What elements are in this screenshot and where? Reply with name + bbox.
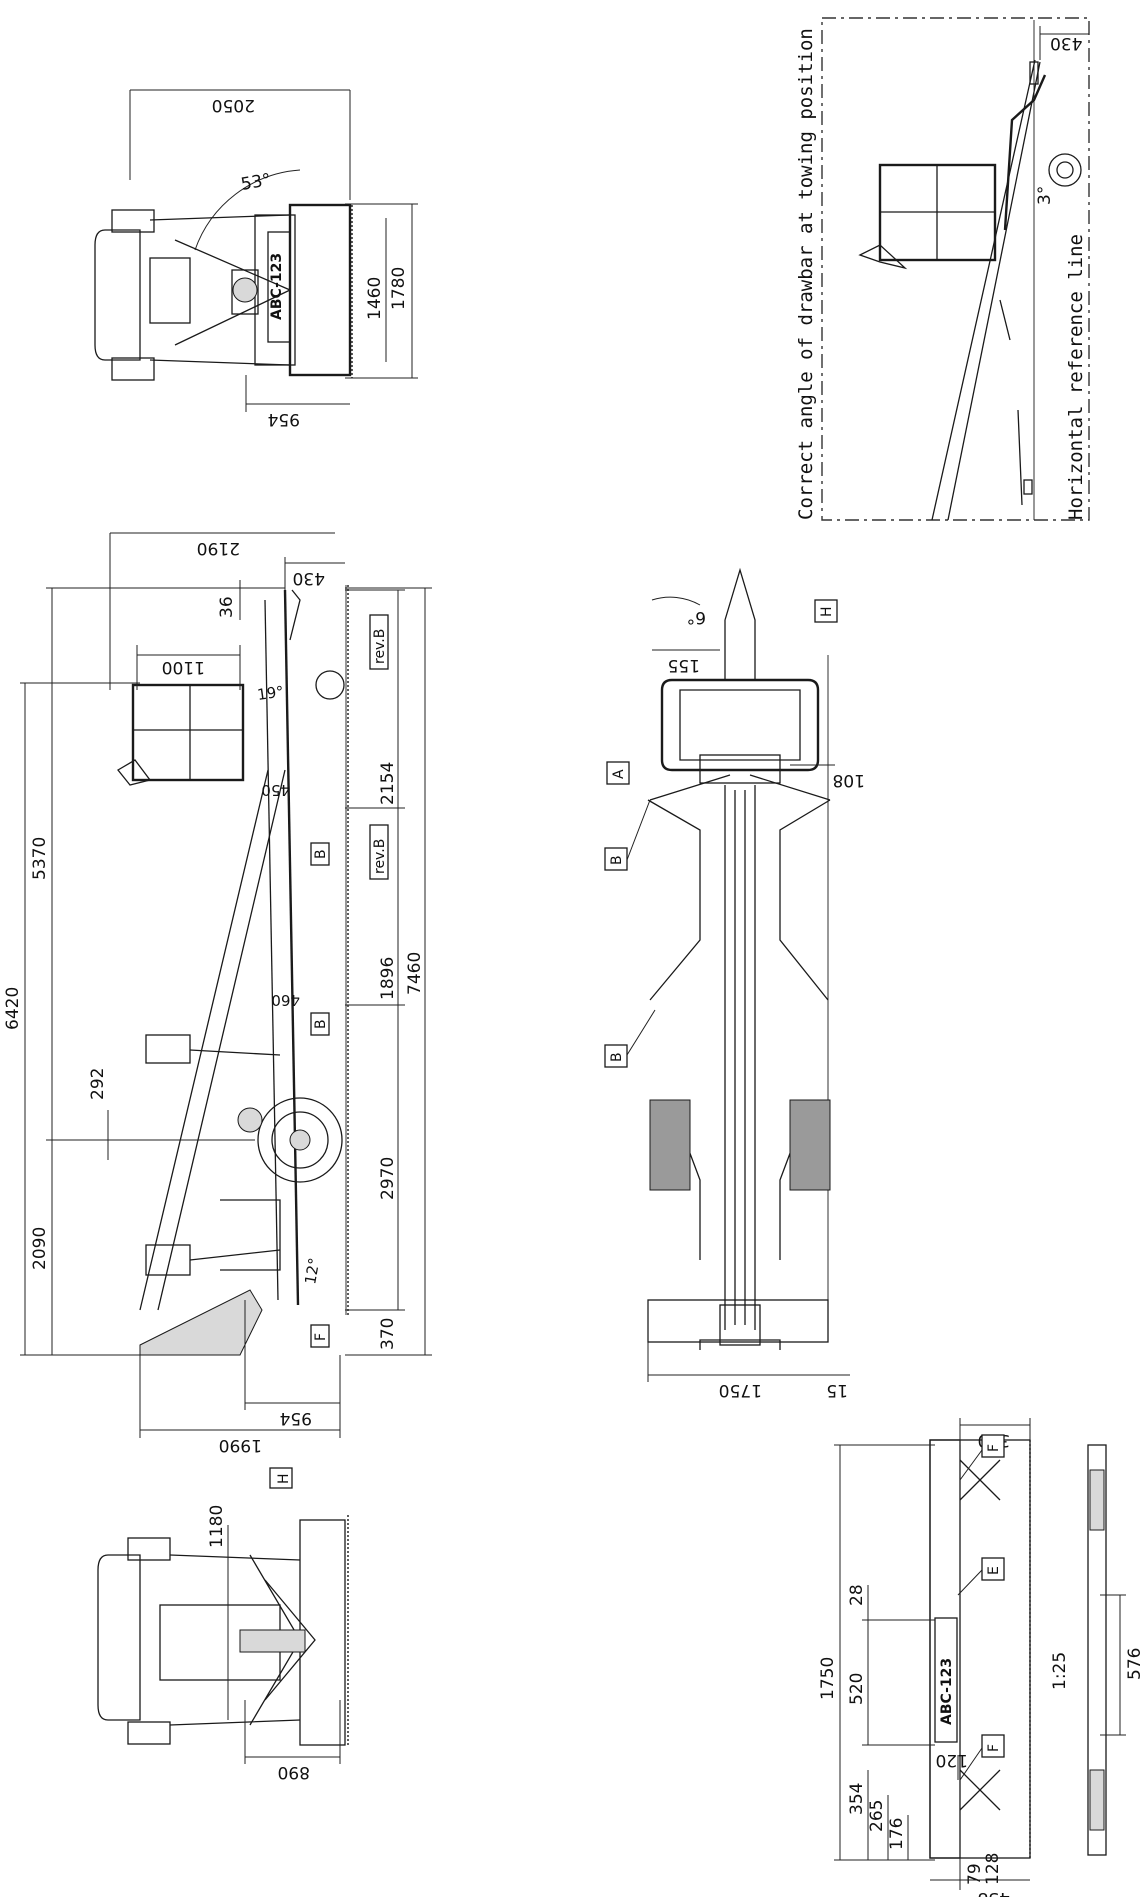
plate-dim-1750: 1750 [818, 1657, 838, 1700]
plate-tag-f-1: F [981, 1434, 1005, 1458]
plate-dim-438: 438 [978, 1888, 1010, 1897]
side-dim-36: 36 [217, 596, 237, 618]
top-view: 2050 1780 1460 954 53° ABC-123 [94, 89, 418, 429]
top-dim-1780: 1780 [389, 267, 409, 310]
plate-dim-520: 520 [847, 1673, 867, 1705]
side-tag-b-2: B [310, 1012, 330, 1036]
side-dim-5370: 5370 [30, 837, 50, 880]
plan-tag-b-1: B [604, 847, 628, 871]
top-dim-1460: 1460 [365, 277, 385, 320]
rev-tag-2: rev.B [369, 824, 389, 880]
side-dim-954: 954 [280, 1408, 312, 1428]
side-dim-430: 430 [293, 568, 325, 588]
plan-dim-15: 15 [826, 1380, 848, 1400]
svg-text:F: F [986, 1744, 1002, 1752]
front-view: 1180 890 H [97, 1467, 349, 1782]
svg-text:H: H [276, 1473, 292, 1484]
plan-dim-1750: 1750 [719, 1380, 762, 1400]
side-dim-292: 292 [88, 1068, 108, 1100]
plan-tag-h: H [814, 599, 838, 623]
side-dim-7460: 7460 [405, 952, 425, 995]
svg-text:B: B [313, 849, 329, 859]
side-dim-1100: 1100 [162, 657, 205, 677]
side-dim-2190: 2190 [197, 538, 240, 558]
svg-text:F: F [313, 1333, 329, 1341]
side-dim-2154: 2154 [378, 762, 398, 805]
plate-dim-576: 576 [1125, 1648, 1145, 1680]
side-tag-b-1: B [310, 842, 330, 866]
side-angle-19: 19° [256, 682, 285, 704]
towing-inset: 430 3° Correct angle of drawbar at towin… [795, 17, 1090, 521]
plate-dim-176: 176 [887, 1818, 907, 1850]
side-dim-1990: 1990 [219, 1435, 262, 1455]
svg-text:F: F [986, 1444, 1002, 1452]
top-plate-text: ABC-123 [269, 253, 285, 320]
plan-angle-6: 6° [687, 607, 706, 627]
plate-dim-79: 79 [965, 1863, 985, 1885]
plate-dim-128: 128 [983, 1853, 1003, 1885]
front-dim-1180: 1180 [207, 1505, 227, 1548]
front-dim-890: 890 [278, 1762, 310, 1782]
side-dim-2090: 2090 [30, 1227, 50, 1270]
top-dim-954: 954 [268, 409, 300, 429]
plate-dim-28: 28 [847, 1584, 867, 1606]
top-angle-53: 53° [239, 170, 272, 195]
inset-angle-3: 3° [1035, 186, 1055, 205]
rev-tag-1: rev.B [369, 614, 389, 670]
side-angle-12: 12° [301, 1256, 323, 1285]
front-tag-h: H [269, 1467, 293, 1489]
plate-text: ABC-123 [939, 1658, 955, 1725]
svg-text:rev.B: rev.B [372, 629, 388, 664]
svg-text:B: B [313, 1019, 329, 1029]
side-dim-370: 370 [378, 1318, 398, 1350]
plate-dim-354: 354 [847, 1783, 867, 1815]
side-tag-f: F [310, 1324, 330, 1348]
side-dim-1896: 1896 [378, 957, 398, 1000]
inset-dim-430: 430 [1050, 33, 1082, 53]
svg-text:rev.B: rev.B [372, 839, 388, 874]
plate-view: ABC-123 1750 520 28 120 354 265 176 79 1… [818, 1418, 1145, 1897]
plate-tag-f-2: F [981, 1734, 1005, 1758]
svg-text:B: B [609, 855, 625, 865]
caption-reference-line: Horizontal reference line [1065, 234, 1087, 520]
svg-text:A: A [611, 769, 627, 779]
top-dim-2050: 2050 [212, 95, 255, 115]
svg-text:H: H [819, 606, 835, 617]
plan-tag-a: A [606, 761, 630, 785]
plan-tag-b-2: B [604, 1044, 628, 1068]
inset-frame [821, 17, 1090, 521]
plate-dim-120: 120 [936, 1750, 968, 1770]
side-dim-460: 460 [271, 991, 300, 1009]
side-dim-2970: 2970 [378, 1157, 398, 1200]
side-view: 6420 5370 2090 292 2190 430 36 1100 19° … [3, 532, 432, 1455]
plate-scale: 1:25 [1050, 1652, 1070, 1690]
plate-dim-265: 265 [867, 1800, 887, 1832]
plate-tag-e: E [981, 1557, 1005, 1581]
plan-view: 1750 15 108 155 6° H A B B [604, 567, 865, 1400]
plan-dim-155: 155 [668, 655, 700, 675]
svg-text:B: B [609, 1052, 625, 1062]
plan-dim-108: 108 [833, 770, 865, 790]
caption-drawbar-angle: Correct angle of drawbar at towing posit… [795, 28, 817, 520]
svg-text:E: E [986, 1566, 1002, 1575]
side-dim-450: 450 [261, 781, 290, 799]
side-dim-6420: 6420 [3, 987, 23, 1030]
